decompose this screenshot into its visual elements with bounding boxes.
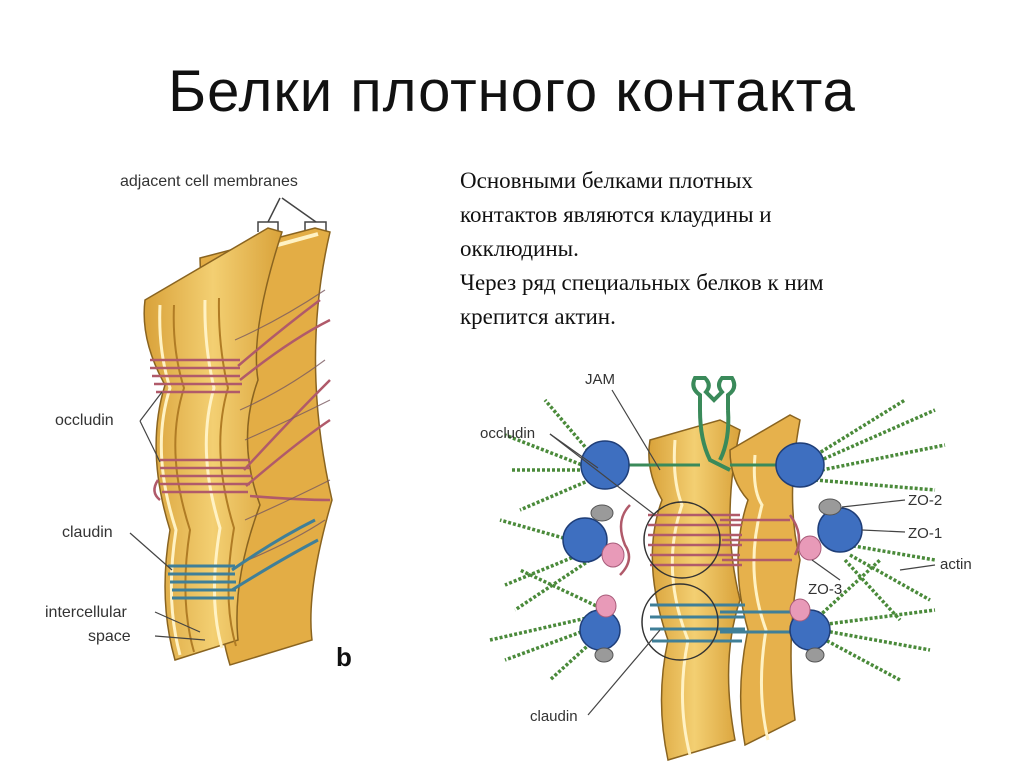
label-adjacent-cell-membranes: adjacent cell membranes bbox=[120, 173, 298, 190]
right-figure: JAM occludin ZO-2 ZO-1 actin ZO-3 claudi… bbox=[480, 371, 972, 761]
text-line: Основными белками плотных bbox=[460, 168, 753, 193]
zo3-proteins bbox=[595, 535, 822, 622]
zo2-proteins bbox=[590, 498, 842, 663]
label-actin: actin bbox=[940, 556, 972, 573]
label-jam: JAM bbox=[585, 371, 615, 388]
text-line: окклюдины. bbox=[460, 236, 579, 261]
left-occludin-strands bbox=[150, 299, 331, 502]
jam-protein bbox=[691, 376, 737, 472]
label-occludin-left: occludin bbox=[55, 412, 114, 429]
slide-title: Белки плотного контакта bbox=[168, 59, 856, 124]
text-line: Через ряд специальных белков к ним bbox=[460, 270, 824, 295]
right-claudin-strands bbox=[650, 603, 790, 643]
label-intercellular: intercellular bbox=[45, 604, 127, 621]
text-line: крепится актин. bbox=[460, 304, 616, 329]
label-space: space bbox=[88, 628, 131, 645]
label-zo3: ZO-3 bbox=[808, 581, 842, 598]
label-zo2: ZO-2 bbox=[908, 492, 942, 509]
membrane-bracket bbox=[257, 197, 327, 232]
actin-filaments bbox=[489, 398, 946, 682]
panel-letter-b: b bbox=[336, 642, 352, 672]
left-leader-lines bbox=[129, 391, 206, 641]
right-leader-lines bbox=[549, 389, 936, 716]
label-claudin-right: claudin bbox=[530, 708, 578, 725]
right-membrane-right bbox=[729, 414, 801, 747]
label-zo1: ZO-1 bbox=[908, 525, 942, 542]
right-occludin-strands bbox=[619, 504, 801, 576]
left-figure: adjacent cell membranes occludin claudin… bbox=[45, 173, 352, 672]
left-claudin-strands bbox=[168, 518, 319, 600]
claudin-highlight-circle bbox=[641, 583, 719, 661]
label-occludin-right: occludin bbox=[480, 425, 535, 442]
text-line: контактов являются клаудины и bbox=[460, 202, 772, 227]
slide-body-text: Основными белками плотных контактов явля… bbox=[460, 164, 980, 334]
zo1-proteins bbox=[562, 440, 863, 651]
occludin-highlight-circle bbox=[643, 501, 721, 579]
label-claudin-left: claudin bbox=[62, 524, 113, 541]
right-membrane-left bbox=[648, 419, 741, 761]
left-strand-mesh bbox=[234, 289, 331, 561]
